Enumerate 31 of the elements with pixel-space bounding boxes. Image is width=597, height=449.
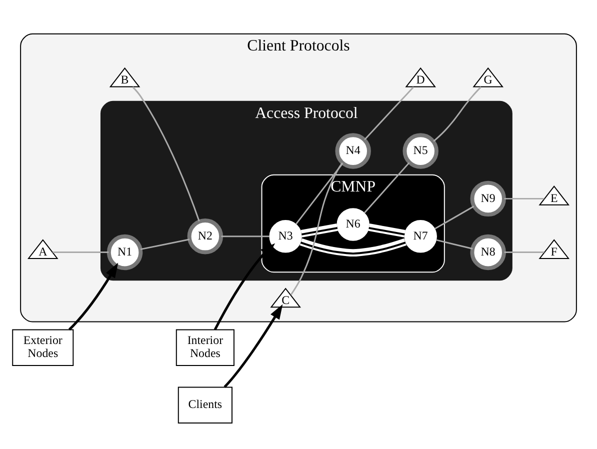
node-circle: N4 (335, 133, 371, 169)
connector (290, 162, 343, 296)
connector (364, 162, 410, 214)
arrow (68, 262, 118, 330)
node-box: Exterior Nodes (12, 329, 74, 366)
connector (300, 224, 338, 238)
connector (504, 198, 544, 200)
connector (300, 238, 406, 257)
node-circle: N7 (404, 220, 437, 253)
node-circle: N8 (470, 234, 506, 270)
node-box: Clients (178, 386, 232, 424)
connector (132, 86, 200, 222)
connector (221, 236, 270, 238)
connector (433, 86, 482, 142)
node-circle: N3 (269, 220, 302, 253)
node-circle: N5 (402, 133, 438, 169)
connector (52, 252, 109, 254)
arrow (214, 243, 276, 330)
node-circle: N9 (470, 180, 506, 217)
node-circle: N6 (336, 208, 370, 241)
node-circle: N1 (106, 234, 143, 270)
connector (436, 239, 473, 250)
connector (364, 86, 414, 140)
connector (504, 252, 544, 254)
connector (140, 238, 190, 250)
arrow (224, 304, 283, 388)
node-box: Interior Nodes (176, 329, 234, 366)
node-circle: N2 (187, 218, 224, 254)
connector (434, 206, 474, 230)
connector (368, 224, 406, 238)
connector (295, 162, 344, 225)
